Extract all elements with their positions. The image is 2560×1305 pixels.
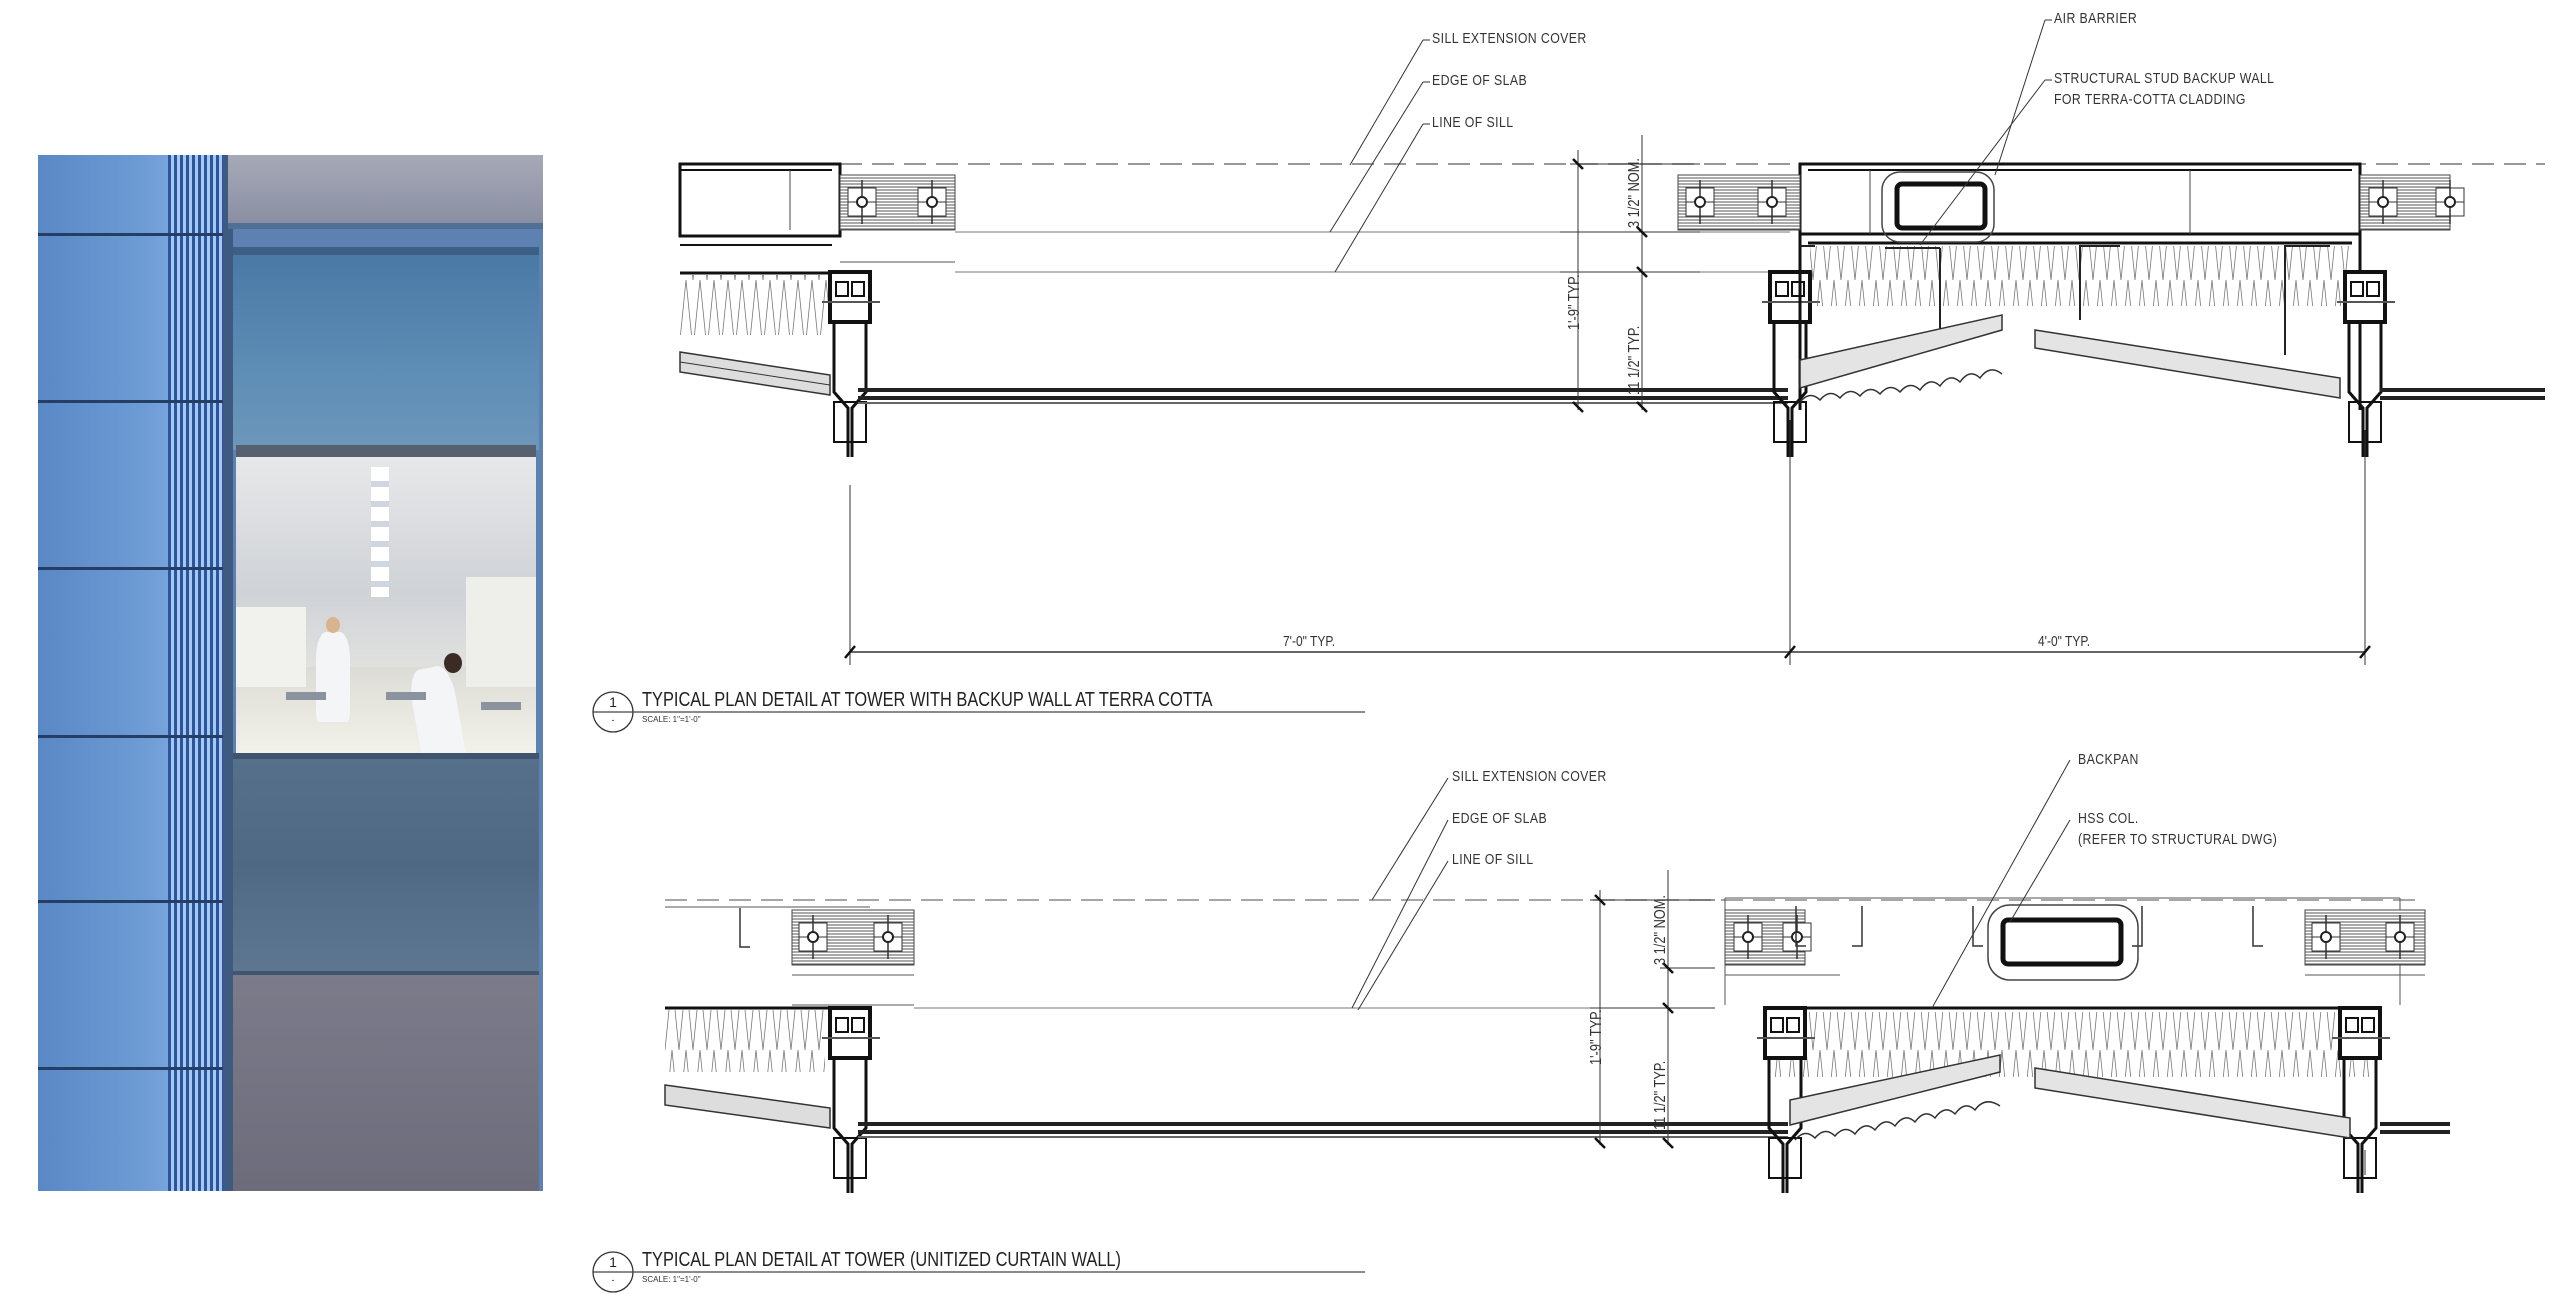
lab-stool — [286, 692, 326, 700]
panel-joint — [38, 567, 228, 570]
researcher — [316, 632, 350, 722]
dim-overall-depth: 1'-9" TYP. — [1566, 274, 1583, 330]
panel-joint — [38, 1067, 228, 1070]
note-edge-of-slab: EDGE OF SLAB — [1452, 810, 1548, 827]
note-backpan: BACKPAN — [2078, 751, 2139, 768]
lab-bench — [236, 607, 306, 687]
upper-vision-glass — [228, 155, 543, 229]
note-sill-extension-cover: SILL EXTENSION COVER — [1432, 30, 1587, 47]
note-sill-extension-cover: SILL EXTENSION COVER — [1452, 768, 1607, 785]
detail-number: 1 — [609, 1254, 617, 1270]
facade-rendering-photo — [38, 155, 543, 1191]
researcher-head — [326, 617, 340, 633]
note-stud-backup-wall-2: FOR TERRA-COTTA CLADDING — [2054, 91, 2246, 108]
lab-interior-view — [236, 445, 536, 780]
dim-lower: 11 1/2" TYP. — [1652, 1060, 1669, 1130]
detail-title: TYPICAL PLAN DETAIL AT TOWER (UNITIZED C… — [642, 1249, 1122, 1271]
detail-sheet: - — [611, 715, 615, 725]
note-air-barrier: AIR BARRIER — [2054, 10, 2138, 27]
top-plan-detail — [678, 19, 2545, 665]
dim-module-left: 7'-0" TYP. — [1283, 633, 1336, 650]
note-line-of-sill: LINE OF SILL — [1452, 851, 1534, 868]
bottom-plan-detail — [664, 759, 2450, 1195]
note-line-of-sill: LINE OF SILL — [1432, 114, 1514, 131]
detail-sheet: - — [611, 1275, 615, 1285]
lab-bench — [466, 577, 536, 687]
researcher-head — [444, 653, 462, 673]
spandrel-glass — [233, 247, 539, 450]
lab-stool — [386, 692, 426, 700]
dim-upper: 3 1/2" NOM. — [1626, 158, 1643, 228]
terra-cotta-fins — [168, 155, 228, 1191]
dim-lower: 11 1/2" TYP. — [1626, 325, 1643, 395]
detail-scale: SCALE: 1"=1'-0" — [642, 1275, 701, 1284]
note-stud-backup-wall: STRUCTURAL STUD BACKUP WALL — [2054, 70, 2275, 87]
ceiling-light — [371, 467, 389, 597]
lower-spandrel-panel — [233, 975, 539, 1191]
note-hss-col: HSS COL. — [2078, 810, 2139, 827]
lower-vision-glass — [233, 753, 539, 981]
panel-joint — [38, 735, 228, 738]
panel-joint — [38, 400, 228, 403]
lab-stool — [481, 702, 521, 710]
dim-overall-depth: 1'-9" TYP. — [1588, 1009, 1605, 1065]
detail-scale: SCALE: 1"=1'-0" — [642, 715, 701, 724]
detail-title: TYPICAL PLAN DETAIL AT TOWER WITH BACKUP… — [642, 689, 1213, 711]
panel-joint — [38, 900, 228, 903]
dim-module-right: 4'-0" TYP. — [2038, 633, 2091, 650]
note-edge-of-slab: EDGE OF SLAB — [1432, 72, 1528, 89]
mullion — [223, 155, 233, 1191]
detail-number: 1 — [609, 694, 617, 710]
panel-joint — [38, 233, 228, 236]
dim-upper: 3 1/2" NOM. — [1652, 895, 1669, 965]
note-hss-col-2: (REFER TO STRUCTURAL DWG) — [2078, 831, 2278, 848]
